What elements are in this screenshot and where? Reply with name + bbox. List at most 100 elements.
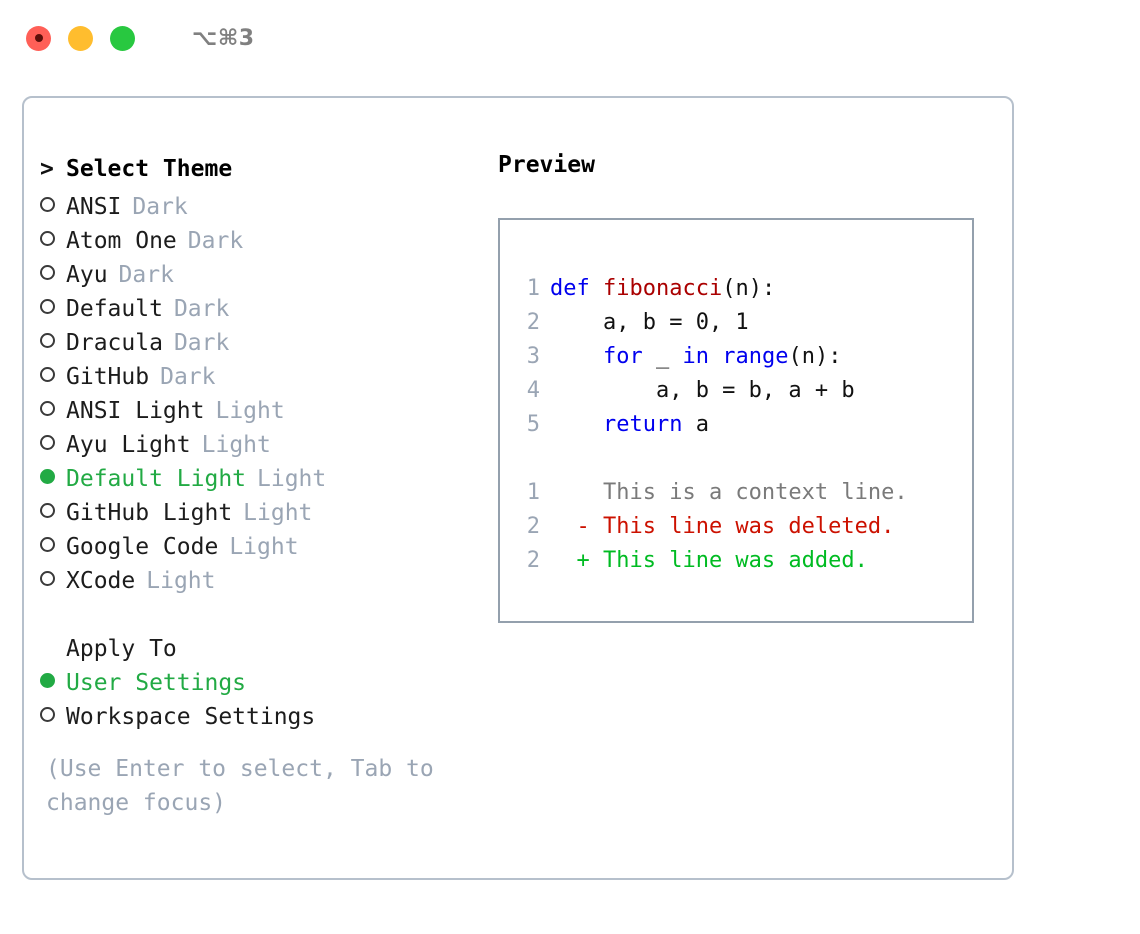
radio-dot [40, 197, 55, 212]
diff-line-number: 1 [526, 480, 540, 505]
titlebar: ⌥⌘3 [0, 0, 1140, 76]
theme-option-tag: Dark [173, 330, 230, 356]
preview-title: Preview [498, 152, 595, 178]
code-token: a [682, 412, 709, 437]
radio-unselected-icon[interactable] [40, 326, 66, 360]
maximize-button[interactable] [110, 25, 135, 51]
theme-option-tag: Dark [118, 262, 174, 288]
apply-to-heading-marker: · [40, 632, 66, 666]
theme-option-label: ANSI Light [66, 398, 205, 424]
radio-dot [40, 537, 55, 552]
radio-dot [40, 571, 55, 586]
radio-unselected-icon[interactable] [40, 258, 66, 292]
diff-line: 1 This is a context line. [516, 476, 972, 510]
radio-dot [40, 367, 55, 382]
keyboard-shortcut-label: ⌥⌘3 [192, 25, 255, 51]
radio-unselected-icon[interactable] [40, 700, 66, 734]
code-token: (n): [788, 344, 842, 369]
radio-unselected-icon[interactable] [40, 564, 66, 598]
theme-option-label: Default Light [66, 466, 247, 492]
radio-dot [40, 435, 55, 450]
theme-option-ansi[interactable]: ANSI Dark [40, 190, 494, 224]
radio-unselected-icon[interactable] [40, 190, 66, 224]
radio-unselected-icon[interactable] [40, 530, 66, 564]
diff-line-text: + This line was added. [550, 548, 868, 573]
radio-dot [40, 333, 55, 348]
radio-dot [40, 469, 55, 484]
radio-selected-icon[interactable] [40, 462, 66, 496]
apply-option-label: User Settings [66, 670, 247, 696]
theme-option-tag: Dark [160, 364, 216, 390]
code-token [550, 412, 603, 437]
theme-option-atom-one[interactable]: Atom One Dark [40, 224, 494, 258]
code-line-number: 3 [526, 344, 540, 369]
radio-dot [40, 299, 55, 314]
theme-option-tag: Light [201, 432, 271, 458]
code-diff-spacer [516, 442, 972, 476]
code-token: range [722, 344, 789, 369]
diff-line-number: 2 [526, 514, 540, 539]
theme-option-label: ANSI [66, 194, 122, 220]
theme-option-label: XCode [66, 568, 136, 594]
keyboard-hint: (Use Enter to select, Tab to change focu… [46, 756, 434, 816]
theme-option-dracula[interactable]: Dracula Dark [40, 326, 494, 360]
theme-option-ayu-light[interactable]: Ayu Light Light [40, 428, 494, 462]
radio-unselected-icon[interactable] [40, 496, 66, 530]
theme-option-label: Dracula [66, 330, 163, 356]
caret-icon: > [40, 156, 54, 182]
radio-unselected-icon[interactable] [40, 428, 66, 462]
code-token: fibonacci [603, 276, 723, 301]
diff-line-text: This is a context line. [550, 480, 908, 505]
code-line: 5 return a [516, 408, 972, 442]
theme-option-label: GitHub [66, 364, 150, 390]
radio-unselected-icon[interactable] [40, 224, 66, 258]
radio-dot [40, 503, 55, 518]
select-theme-heading-label: Select Theme [66, 156, 233, 182]
apply-option-workspace-settings[interactable]: Workspace Settings [40, 700, 494, 734]
theme-option-tag: Dark [132, 194, 188, 220]
diff-sample: 1 This is a context line.2 - This line w… [516, 476, 972, 578]
radio-dot [40, 673, 55, 688]
code-line-number: 5 [526, 412, 540, 437]
theme-option-tag: Light [229, 534, 299, 560]
code-token [590, 276, 603, 301]
radio-unselected-icon[interactable] [40, 292, 66, 326]
code-token [550, 344, 603, 369]
radio-dot [40, 707, 55, 722]
minimize-button[interactable] [68, 25, 93, 51]
apply-to-heading: · Apply To [40, 632, 494, 666]
radio-selected-icon[interactable] [40, 666, 66, 700]
theme-option-tag: Dark [173, 296, 230, 322]
code-line-number: 2 [526, 310, 540, 335]
apply-option-user-settings[interactable]: User Settings [40, 666, 494, 700]
code-line: 2 a, b = 0, 1 [516, 306, 972, 340]
theme-option-github[interactable]: GitHub Dark [40, 360, 494, 394]
code-token: _ [642, 344, 683, 369]
theme-option-xcode[interactable]: XCode Light [40, 564, 494, 598]
close-button[interactable] [26, 25, 51, 51]
theme-option-label: Ayu Light [66, 432, 191, 458]
theme-option-label: Atom One [66, 228, 177, 254]
code-token: (n): [722, 276, 776, 301]
theme-option-tag: Light [243, 500, 313, 526]
radio-dot [40, 401, 55, 416]
radio-unselected-icon[interactable] [40, 360, 66, 394]
section-spacer [40, 598, 494, 632]
theme-option-tag: Dark [187, 228, 244, 254]
theme-option-tag: Light [146, 568, 216, 594]
radio-unselected-icon[interactable] [40, 394, 66, 428]
